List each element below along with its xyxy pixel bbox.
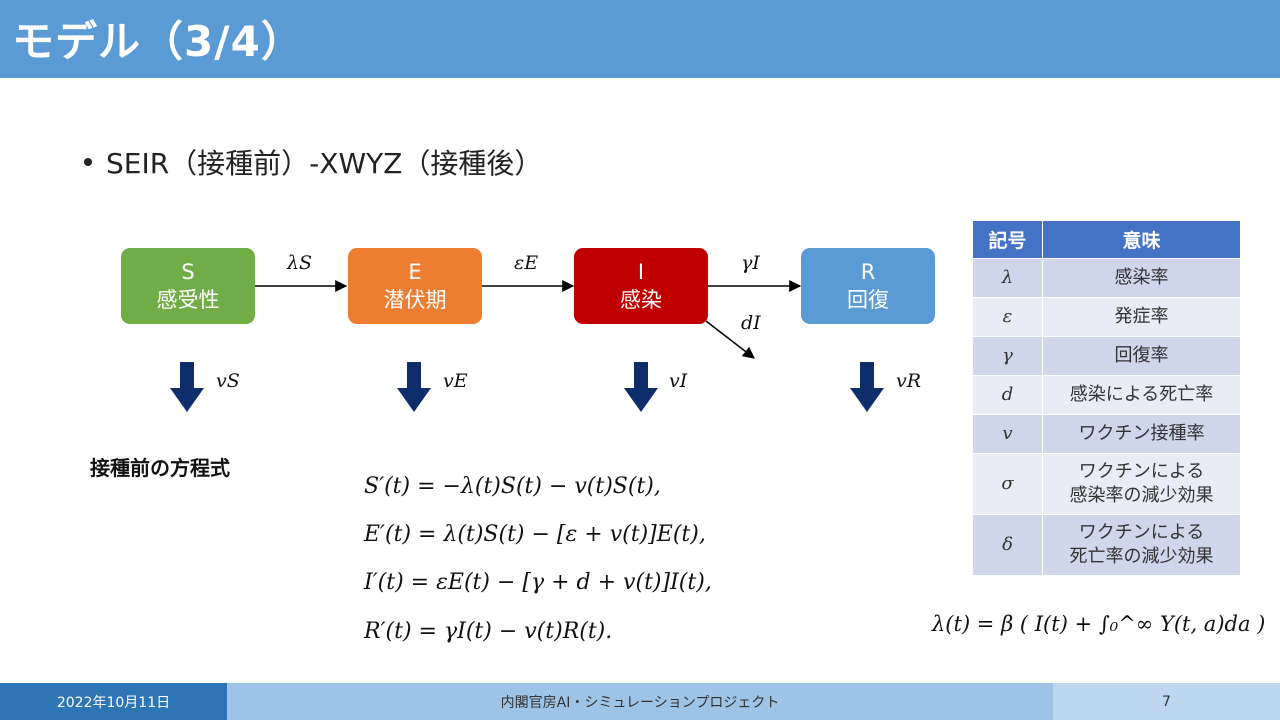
bullet-text: SEIR（接種前）-XWYZ（接種後） <box>106 147 543 180</box>
flow-label-e-to-i: εE <box>514 252 539 274</box>
node-infected: I 感染 <box>574 248 708 324</box>
flow-label-i-death: dI <box>741 312 761 334</box>
node-label: 感受性 <box>156 288 220 312</box>
table-row: d 感染による死亡率 <box>972 375 1241 415</box>
equation-e: E′(t) = λ(t)S(t) − [ε + v(t)]E(t), <box>364 522 706 547</box>
flow-label-i-to-r: γI <box>741 252 760 274</box>
symbol-cell: δ <box>972 514 1043 576</box>
vaccine-arrow-s <box>170 362 204 412</box>
table-row: δ ワクチンによる 死亡率の減少効果 <box>972 514 1241 576</box>
footer-project: 内閣官房AI・シミュレーションプロジェクト <box>227 683 1053 720</box>
table-row: λ 感染率 <box>972 258 1241 298</box>
meaning-cell: 発症率 <box>1042 297 1241 337</box>
node-id: I <box>637 260 645 284</box>
table-header-symbol: 記号 <box>972 220 1043 259</box>
table-row: v ワクチン接種率 <box>972 414 1241 454</box>
node-label: 感染 <box>620 288 662 312</box>
table-header-row: 記号 意味 <box>972 220 1241 259</box>
node-id: R <box>860 260 876 284</box>
node-recovered: R 回復 <box>801 248 935 324</box>
symbol-cell: ε <box>972 297 1043 337</box>
vaccine-arrow-r <box>850 362 884 412</box>
node-label: 潜伏期 <box>383 288 447 312</box>
meaning-line: ワクチンによる <box>1078 522 1205 543</box>
symbol-cell: v <box>972 414 1043 454</box>
meaning-line: 感染率の減少効果 <box>1069 485 1214 506</box>
node-label: 回復 <box>847 288 889 312</box>
vaccine-label-i: vI <box>669 370 688 392</box>
page-title: モデル（3/4） <box>12 17 304 66</box>
meaning-cell: ワクチンによる 死亡率の減少効果 <box>1042 514 1241 576</box>
symbol-table: 記号 意味 λ 感染率 ε 発症率 γ 回復率 d 感染による死亡率 v ワクチ… <box>972 220 1241 576</box>
table-header-meaning: 意味 <box>1042 220 1241 259</box>
equation-i: I′(t) = εE(t) − [γ + d + v(t)]I(t), <box>364 570 712 595</box>
meaning-line: ワクチンによる <box>1078 461 1205 482</box>
flow-label-s-to-e: λS <box>287 252 313 274</box>
vaccine-label-e: vE <box>443 370 468 392</box>
equation-s: S′(t) = −λ(t)S(t) − v(t)S(t), <box>364 474 661 499</box>
node-id: S <box>181 260 195 284</box>
symbol-cell: d <box>972 375 1043 415</box>
equation-r: R′(t) = γI(t) − v(t)R(t). <box>364 619 613 644</box>
bullet-item: SEIR（接種前）-XWYZ（接種後） <box>84 142 542 182</box>
symbol-cell: γ <box>972 336 1043 376</box>
meaning-cell: 感染率 <box>1042 258 1241 298</box>
meaning-cell: ワクチンによる 感染率の減少効果 <box>1042 453 1241 515</box>
page-number: 7 <box>1053 683 1280 720</box>
meaning-cell: 回復率 <box>1042 336 1241 376</box>
vaccine-label-r: vR <box>896 370 922 392</box>
table-row: σ ワクチンによる 感染率の減少効果 <box>972 453 1241 515</box>
vaccine-arrow-e <box>397 362 431 412</box>
bullet-dot-icon <box>84 158 92 166</box>
node-susceptible: S 感受性 <box>121 248 255 324</box>
node-id: E <box>408 260 422 284</box>
title-bar: モデル（3/4） <box>0 0 1280 78</box>
symbol-cell: λ <box>972 258 1043 298</box>
lambda-equation: λ(t) = β ( I(t) + ∫₀^∞ Y(t, a)da ) <box>932 612 1266 636</box>
vaccine-arrow-i <box>624 362 658 412</box>
section-label: 接種前の方程式 <box>90 456 230 480</box>
footer-date: 2022年10月11日 <box>0 683 227 720</box>
node-exposed: E 潜伏期 <box>348 248 482 324</box>
footer: 2022年10月11日 内閣官房AI・シミュレーションプロジェクト 7 <box>0 683 1280 720</box>
symbol-cell: σ <box>972 453 1043 515</box>
table-row: ε 発症率 <box>972 297 1241 337</box>
meaning-line: 死亡率の減少効果 <box>1069 546 1214 567</box>
vaccine-label-s: vS <box>216 370 240 392</box>
meaning-cell: 感染による死亡率 <box>1042 375 1241 415</box>
meaning-cell: ワクチン接種率 <box>1042 414 1241 454</box>
table-row: γ 回復率 <box>972 336 1241 376</box>
